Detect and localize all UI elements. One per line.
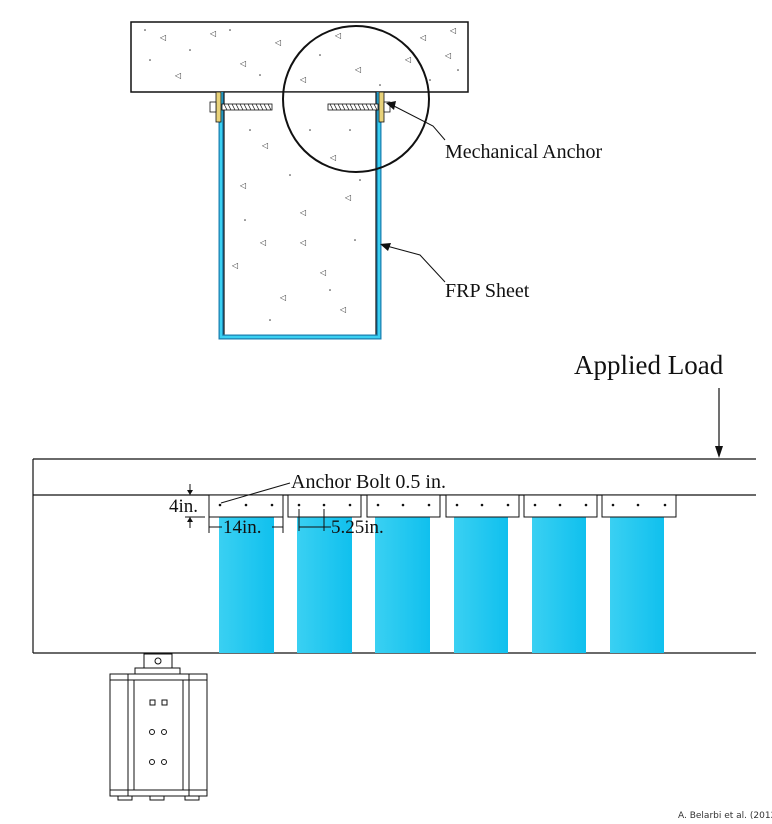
svg-text:◁: ◁ bbox=[299, 208, 306, 217]
image-credit: A. Belarbi et al. (2012) bbox=[678, 811, 772, 821]
svg-text:◁: ◁ bbox=[261, 141, 268, 150]
anchor-plate bbox=[601, 494, 677, 518]
web bbox=[223, 91, 377, 338]
label-anchor-bolt: Anchor Bolt 0.5 in. bbox=[291, 471, 446, 493]
svg-text:◁: ◁ bbox=[239, 181, 246, 190]
frp-strip bbox=[297, 517, 352, 653]
svg-text:◁: ◁ bbox=[319, 268, 326, 277]
frp-strip bbox=[219, 517, 274, 653]
label-dim-14in: 14in. bbox=[223, 517, 262, 538]
detail-circle bbox=[282, 25, 430, 173]
frp-strip bbox=[375, 517, 430, 653]
anchor-plate-left bbox=[215, 91, 222, 123]
concrete-texture: ◁ ◁ ◁ ◁ ◁ ◁ ◁ ◁ ◁ ◁ ◁ ◁ ◁ ◁ ◁ ◁ ◁ ◁ ◁ ◁ ◁ ◁ ◁ bbox=[144, 26, 459, 321]
svg-text:◁: ◁ bbox=[174, 71, 181, 80]
svg-text:◁: ◁ bbox=[231, 261, 238, 270]
svg-text:◁: ◁ bbox=[259, 238, 266, 247]
svg-text:◁: ◁ bbox=[329, 153, 336, 162]
anchor-bolts bbox=[218, 503, 667, 507]
svg-text:◁: ◁ bbox=[159, 33, 166, 42]
svg-text:◁: ◁ bbox=[444, 51, 451, 60]
frp-strips bbox=[219, 517, 664, 653]
svg-text:◁: ◁ bbox=[354, 65, 361, 74]
label-dim-4in: 4in. bbox=[169, 496, 198, 517]
svg-text:◁: ◁ bbox=[334, 31, 341, 40]
slab-flange bbox=[130, 21, 469, 93]
leader-frp-sheet bbox=[382, 244, 446, 283]
svg-text:◁: ◁ bbox=[299, 238, 306, 247]
svg-text:◁: ◁ bbox=[404, 55, 411, 64]
svg-text:◁: ◁ bbox=[209, 29, 216, 38]
anchor-plate-right bbox=[378, 91, 385, 123]
cross-section: ◁ ◁ ◁ ◁ ◁ ◁ ◁ ◁ ◁ ◁ ◁ ◁ ◁ ◁ ◁ ◁ ◁ ◁ ◁ ◁ ◁ ◁ ◁ bbox=[130, 21, 602, 340]
frp-strip bbox=[532, 517, 586, 653]
svg-text:◁: ◁ bbox=[274, 38, 281, 47]
svg-text:◁: ◁ bbox=[344, 193, 351, 202]
label-frp-sheet: FRP Sheet bbox=[445, 280, 530, 302]
label-applied-load: Applied Load bbox=[574, 350, 724, 380]
svg-text:◁: ◁ bbox=[239, 59, 246, 68]
svg-text:◁: ◁ bbox=[339, 305, 346, 314]
frp-strip bbox=[454, 517, 508, 653]
support-column bbox=[109, 653, 208, 801]
label-dim-5-25in: 5.25in. bbox=[331, 517, 384, 538]
label-mechanical-anchor: Mechanical Anchor bbox=[445, 141, 602, 163]
leader-anchor-bolt bbox=[220, 482, 291, 504]
svg-text:◁: ◁ bbox=[449, 26, 456, 35]
anchor-plates bbox=[208, 494, 677, 518]
svg-text:◁: ◁ bbox=[299, 75, 306, 84]
dimension-5-25in bbox=[298, 509, 331, 531]
beam-elevation: Applied Load bbox=[32, 350, 756, 654]
svg-text:◁: ◁ bbox=[279, 293, 286, 302]
dimension-14in bbox=[208, 517, 284, 533]
leader-mechanical-anchor bbox=[391, 104, 446, 141]
frp-strip bbox=[610, 517, 664, 653]
svg-text:◁: ◁ bbox=[419, 33, 426, 42]
